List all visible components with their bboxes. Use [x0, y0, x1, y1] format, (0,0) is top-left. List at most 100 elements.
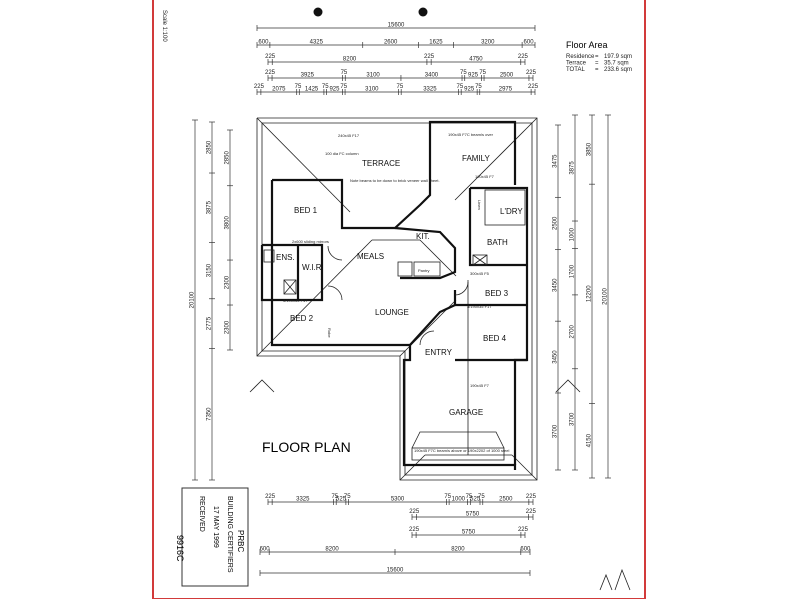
floor-area-value: 35.7 sqm	[604, 61, 629, 67]
room-laundry: L'DRY	[500, 207, 523, 216]
dimension-label: 3100	[365, 87, 379, 93]
dimension-label: 225	[526, 70, 537, 76]
plan-title: FLOOR PLAN	[262, 439, 351, 455]
dimension-label: 5750	[466, 512, 480, 518]
dimension-label: 75	[341, 70, 348, 76]
dimension-label: 3800	[225, 216, 231, 230]
note: Linen	[477, 200, 482, 210]
note: 300x45 F5	[470, 271, 490, 276]
dimension-label: 12200	[587, 285, 593, 302]
dimension-label: 525	[470, 497, 481, 503]
dimension-label: 3925	[301, 73, 315, 79]
room-family: FAMILY	[462, 154, 491, 163]
dimension-label: 225	[409, 509, 420, 515]
stamp-line: PRBC	[236, 530, 245, 552]
room-kitchen: KIT.	[416, 232, 430, 241]
dimension-label: 2775	[207, 316, 213, 330]
dimension-label: 75	[397, 84, 404, 90]
dimension-label: 2500	[499, 497, 513, 503]
dimension-label: 8200	[343, 57, 357, 63]
dimension-label: 75	[344, 494, 351, 500]
dimension-label: 2975	[499, 87, 513, 93]
dimension-label: 75	[475, 84, 482, 90]
document-frame	[152, 0, 646, 599]
dimension-label: 2300	[225, 275, 231, 289]
dimension-label: 3875	[207, 200, 213, 214]
floor-area-value: 197.9 sqm	[604, 54, 632, 60]
dimension-label: 3100	[366, 73, 380, 79]
dimension-label: 3850	[587, 142, 593, 156]
note: 190x45 F7C beam/s above or 190x2202 of 1…	[414, 448, 510, 453]
dimension-label: 8200	[451, 547, 465, 553]
note: 190x45 F7C beam/s over	[448, 132, 494, 137]
note: Note beams to be down to brick veneer wa…	[350, 178, 440, 183]
dimension-label: 5300	[391, 497, 405, 503]
dimension-label: 2600	[384, 40, 398, 46]
dimension-label: 225	[265, 54, 276, 60]
dimension-label: 225	[254, 84, 265, 90]
stamp-line: RECEIVED	[198, 496, 205, 532]
dimension-label: 225	[265, 70, 276, 76]
dimension-label: 225	[526, 494, 537, 500]
dimension-label: 2500	[500, 73, 514, 79]
section-marker	[555, 379, 581, 393]
dimension-label: 3875	[570, 161, 576, 175]
dimension-label: 1000	[570, 227, 576, 241]
dimension-label: 1000	[452, 497, 466, 503]
dimension-label: 75	[460, 70, 467, 76]
room-ensuite: ENS.	[276, 253, 295, 262]
scale-label: Scale 1:100	[161, 10, 167, 42]
note: 190x45 F7	[470, 383, 490, 388]
dimension-label: 75	[340, 84, 347, 90]
dimension-label: 925	[464, 87, 475, 93]
dimension-label: 925	[329, 87, 340, 93]
dimension-label: 2700	[570, 324, 576, 338]
binder-hole	[418, 7, 428, 17]
note: 100 dia FC column	[325, 151, 359, 156]
dimension-label: 2300	[225, 320, 231, 334]
dimension-label: 75	[479, 70, 486, 76]
floor-area-table: Floor Area Residence=197.9 sqmTerrace=35…	[566, 40, 632, 73]
dimension-label: 225	[409, 527, 420, 533]
received-stamp: PRBC BUILDING CERTIFIERS 17 MAY 1999 REC…	[175, 487, 249, 587]
dimension-label: 600	[260, 547, 271, 553]
note: Pantry	[418, 268, 430, 273]
dimension-label: 2500	[553, 216, 559, 230]
room-bed2: BED 2	[290, 314, 314, 323]
corner-scribble	[599, 568, 631, 591]
floor-area-eq: =	[595, 61, 599, 67]
section-marker	[249, 379, 275, 393]
dimension-label: 75	[322, 84, 329, 90]
dimension-label: 1700	[570, 264, 576, 278]
note: Robe	[327, 328, 332, 338]
dimension-label: 3450	[553, 278, 559, 292]
dimension-label: 20100	[190, 291, 196, 308]
note: 3/190x35 F17	[283, 298, 308, 303]
walls	[260, 120, 529, 470]
dimension-label: 20100	[603, 287, 609, 304]
dimension-label: 3400	[425, 73, 439, 79]
room-bed1: BED 1	[294, 206, 318, 215]
room-terrace: TERRACE	[362, 159, 400, 168]
dimension-label: 8200	[325, 547, 339, 553]
floor-area-label: Residence	[566, 54, 595, 60]
dimension-label: 3325	[296, 497, 310, 503]
note: 190x45 F7	[475, 174, 495, 179]
dimension-label: 225	[518, 54, 529, 60]
dimension-label: 75	[444, 494, 451, 500]
dimension-label: 925	[468, 73, 479, 79]
dimension-label: 3700	[570, 412, 576, 426]
dimension-label: 3475	[553, 154, 559, 168]
note: 2x600 sliding mirrors	[292, 239, 329, 244]
dimension-label: 225	[518, 527, 529, 533]
dimension-label: 75	[466, 494, 473, 500]
dimension-label: 600	[524, 40, 535, 46]
dimension-label: 225	[265, 494, 276, 500]
room-bath: BATH	[487, 238, 508, 247]
floor-area-eq: =	[595, 67, 599, 73]
floor-area-label: TOTAL	[566, 67, 585, 73]
roof-outline	[256, 117, 538, 481]
dimension-label: 7350	[207, 407, 213, 421]
